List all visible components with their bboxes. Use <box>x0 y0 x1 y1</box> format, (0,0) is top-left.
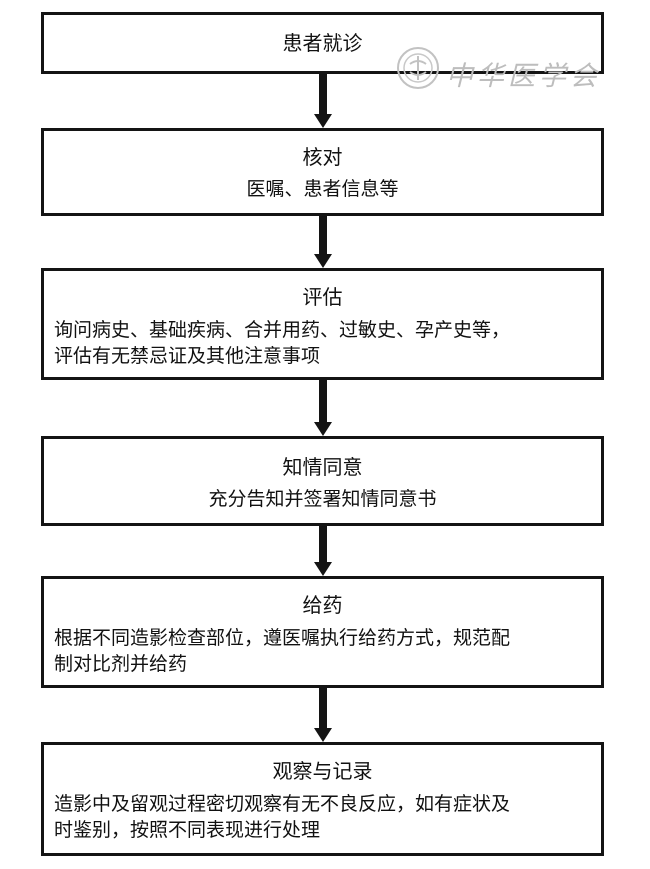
flow-step-verify: 核对 医嘱、患者信息等 <box>41 128 604 216</box>
flow-arrow <box>314 526 332 576</box>
flow-arrow <box>314 380 332 436</box>
watermark-text: 中华医学会 <box>446 61 601 92</box>
step-detail-line-2: 制对比剂并给药 <box>54 653 188 675</box>
flow-arrow <box>314 216 332 268</box>
step-title: 给药 <box>302 593 343 617</box>
step-title: 观察与记录 <box>272 759 373 783</box>
step-detail: 医嘱、患者信息等 <box>246 178 399 200</box>
step-title: 评估 <box>302 285 343 309</box>
seal-icon <box>397 47 439 89</box>
watermark: 中华医学会 <box>396 46 606 96</box>
step-title: 知情同意 <box>282 455 363 479</box>
flow-arrow <box>314 74 332 128</box>
flow-step-consent: 知情同意 充分告知并签署知情同意书 <box>41 436 604 526</box>
step-detail-line-1: 造影中及留观过程密切观察有无不良反应，如有症状及 <box>54 793 511 815</box>
flow-step-observe: 观察与记录 造影中及留观过程密切观察有无不良反应，如有症状及 时鉴别，按照不同表… <box>41 742 604 856</box>
step-title: 核对 <box>302 145 343 169</box>
step-detail-line-2: 时鉴别，按照不同表现进行处理 <box>54 819 321 841</box>
flow-step-assess: 评估 询问病史、基础疾病、合并用药、过敏史、孕产史等， 评估有无禁忌证及其他注意… <box>41 268 604 380</box>
flow-step-visit: 患者就诊 <box>41 12 604 74</box>
step-detail-line-1: 询问病史、基础疾病、合并用药、过敏史、孕产史等， <box>54 319 511 341</box>
step-detail: 充分告知并签署知情同意书 <box>208 488 437 510</box>
flow-step-administer: 给药 根据不同造影检查部位，遵医嘱执行给药方式，规范配 制对比剂并给药 <box>41 576 604 688</box>
flow-arrow <box>314 688 332 742</box>
step-detail-line-1: 根据不同造影检查部位，遵医嘱执行给药方式，规范配 <box>54 627 511 649</box>
step-title: 患者就诊 <box>282 31 363 55</box>
step-detail-line-2: 评估有无禁忌证及其他注意事项 <box>54 345 321 367</box>
